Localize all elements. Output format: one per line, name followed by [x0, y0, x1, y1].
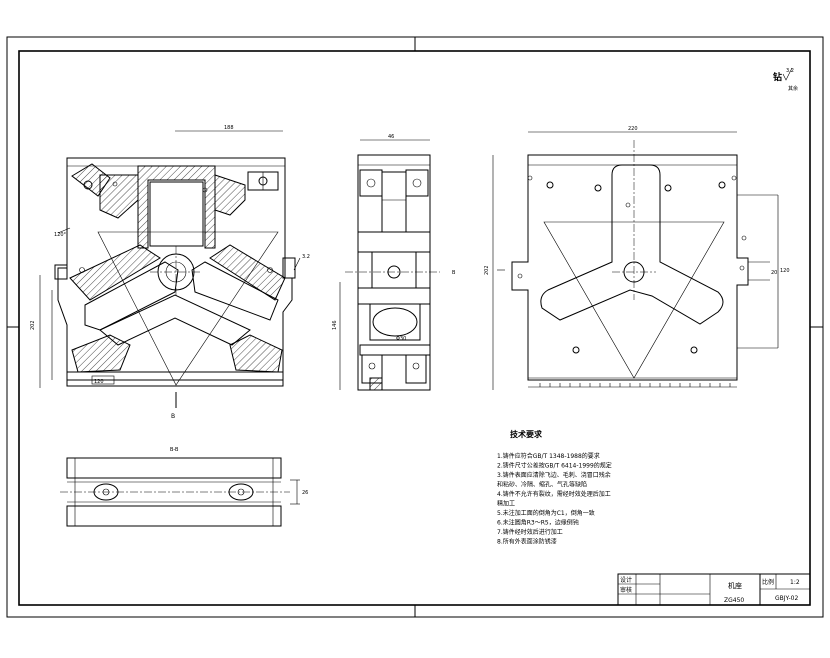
roughness-note: 钻 3.2 其余 — [773, 67, 798, 92]
title-block: 设计 审核 机座 ZG450 比例 1:2 GBJY-02 — [617, 573, 811, 606]
drawing-number: GBJY-02 — [775, 595, 798, 602]
part-name: 机座 — [728, 581, 742, 590]
side-view: 46 146 B Φ30 — [332, 134, 456, 391]
sheet-border — [6, 36, 824, 618]
tech-req-item: 2.铸件尺寸公差按GB/T 6414-1999的规定 — [497, 462, 612, 470]
svg-text:其余: 其余 — [788, 85, 798, 92]
svg-text:120: 120 — [94, 379, 104, 385]
svg-text:202: 202 — [484, 265, 490, 275]
svg-text:3.2: 3.2 — [786, 68, 794, 74]
technical-requirements: 技术要求 1.铸件应符合GB/T 1348-1988的要求 2.铸件尺寸公差按GB… — [497, 429, 612, 546]
svg-text:26: 26 — [302, 490, 308, 496]
svg-text:20: 20 — [771, 270, 777, 276]
front-view-section: 188 202 — [30, 125, 310, 420]
design-label: 设计 — [620, 576, 632, 584]
tech-req-item: 4.铸件不允许有裂纹，需经时效处理后加工 — [497, 490, 611, 498]
tech-req-item: 精加工 — [497, 500, 515, 508]
svg-text:B: B — [171, 413, 175, 420]
tech-req-item: 6.未注圆角R3～R5，边缘倒钝 — [497, 519, 579, 527]
svg-text:钻: 钻 — [773, 71, 782, 83]
svg-text:120°: 120° — [54, 232, 67, 238]
svg-text:202: 202 — [30, 320, 36, 330]
svg-text:146: 146 — [332, 320, 338, 330]
svg-text:46: 46 — [388, 134, 394, 140]
svg-text:3.2: 3.2 — [302, 254, 310, 260]
scale-label: 比例 — [762, 578, 774, 586]
material: ZG450 — [724, 597, 744, 604]
svg-text:B: B — [452, 270, 456, 276]
tech-req-item: 和粘砂、冷隔、缩孔、气孔等缺陷 — [497, 481, 587, 489]
tech-req-title: 技术要求 — [510, 429, 543, 439]
svg-text:B-B: B-B — [170, 447, 179, 453]
scale-value: 1:2 — [790, 579, 800, 586]
section-b-b-view: B-B 26 — [60, 447, 308, 527]
tech-req-item: 5.未注加工面的倒角为C1，倒角一致 — [497, 509, 595, 517]
right-view: 220 202 120 20 — [484, 126, 790, 390]
svg-text:188: 188 — [224, 125, 234, 131]
tech-req-item: 3.铸件表面应清除飞边、毛刺、浇冒口残余 — [497, 471, 611, 479]
tech-req-item: 1.铸件应符合GB/T 1348-1988的要求 — [497, 452, 600, 460]
tech-req-item: 7.铸件经时效后进行加工 — [497, 528, 563, 536]
svg-text:220: 220 — [628, 126, 638, 132]
svg-text:Φ30: Φ30 — [396, 336, 406, 342]
tech-req-item: 8.所有外表面涂防锈漆 — [497, 538, 557, 546]
svg-text:120: 120 — [780, 268, 790, 274]
check-label: 审核 — [620, 586, 632, 594]
